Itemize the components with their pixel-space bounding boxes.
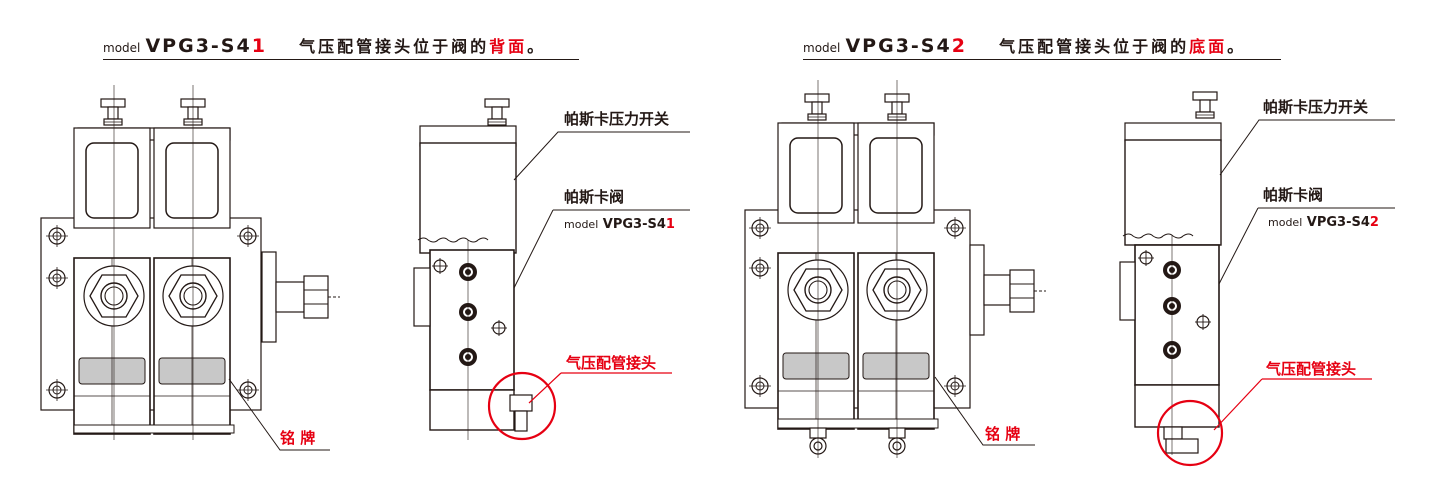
left-title-desc: 气压配管接头位于阀的背面。 <box>299 37 547 56</box>
left-label-switch: 帕斯卡压力开关 <box>564 110 669 128</box>
left-label-valve: 帕斯卡阀 <box>564 188 624 206</box>
right-label-model: model VPG3-S42 <box>1268 215 1379 230</box>
right-title-model: VPG3-S42 <box>845 35 967 57</box>
left-title-model-prefix: model <box>103 41 141 55</box>
left-title: model VPG3-S41 气压配管接头位于阀的背面。 <box>103 33 579 60</box>
right-side-view <box>1119 91 1224 467</box>
right-title: model VPG3-S42 气压配管接头位于阀的底面。 <box>803 33 1281 60</box>
left-label-nameplate: 铭 牌 <box>280 429 315 447</box>
leader-lines <box>228 119 1395 451</box>
right-label-valve: 帕斯卡阀 <box>1263 186 1323 204</box>
right-label-fitting: 气压配管接头 <box>1265 360 1356 378</box>
right-front-view <box>744 80 1046 458</box>
left-front-view <box>40 85 340 440</box>
right-title-desc: 气压配管接头位于阀的底面。 <box>999 37 1247 56</box>
left-side-view <box>413 98 557 441</box>
left-title-model: VPG3-S41 <box>145 35 267 57</box>
red-leaders <box>528 372 1372 431</box>
left-label-fitting: 气压配管接头 <box>565 354 656 372</box>
right-title-model-prefix: model <box>803 41 841 55</box>
right-label-nameplate: 铭 牌 <box>985 425 1020 443</box>
left-label-model: model VPG3-S41 <box>564 217 675 232</box>
right-label-switch: 帕斯卡压力开关 <box>1263 98 1368 116</box>
